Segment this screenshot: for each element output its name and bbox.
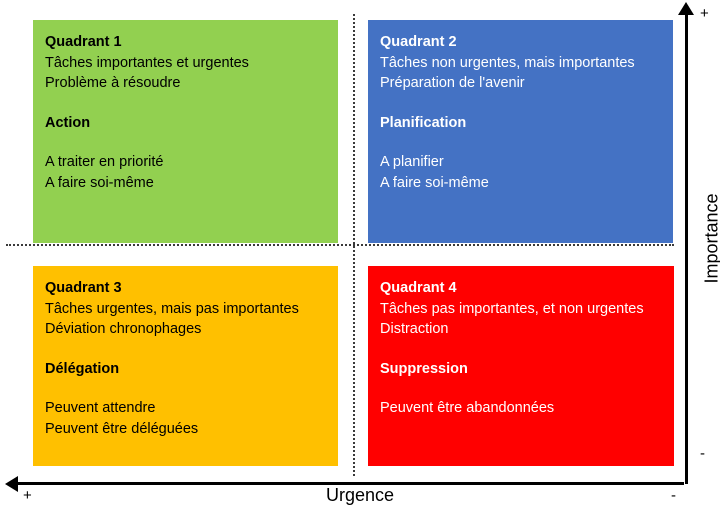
- horizontal-divider-line: [6, 244, 674, 246]
- quadrant-2-description-line-1: Tâches non urgentes, mais importantes: [380, 54, 635, 71]
- quadrant-4-box: Quadrant 4 Tâches pas importantes, et no…: [368, 266, 674, 466]
- quadrant-2-detail-line-2: A faire soi-même: [380, 174, 489, 191]
- urgence-axis-arrow-icon: [5, 476, 18, 492]
- urgence-axis-line: [16, 482, 684, 485]
- importance-negative-sign: -: [700, 445, 705, 462]
- urgence-positive-sign: +: [23, 487, 32, 504]
- quadrant-1-title: Quadrant 1: [45, 34, 122, 50]
- quadrant-4-details: Peuvent être abandonnées: [380, 398, 674, 419]
- quadrant-3-detail-line-2: Peuvent être déléguées: [45, 420, 199, 437]
- importance-positive-sign: +: [700, 5, 709, 22]
- quadrant-3-description-line-2: Déviation chronophages: [45, 321, 202, 338]
- quadrant-1-details: A traiter en priorité A faire soi-même: [45, 152, 338, 193]
- quadrant-4-action: Suppression: [380, 360, 468, 377]
- quadrant-1-detail-line-2: A faire soi-même: [45, 174, 154, 191]
- quadrant-4-description-line-2: Distraction: [380, 321, 449, 338]
- importance-axis-line: [685, 12, 688, 484]
- quadrant-4-description-line-1: Tâches pas importantes, et non urgentes: [380, 300, 644, 317]
- quadrant-4-title: Quadrant 4: [380, 280, 457, 296]
- quadrant-3-detail-line-1: Peuvent attendre: [45, 400, 156, 417]
- quadrant-3-action: Délégation: [45, 360, 120, 377]
- quadrant-4-detail-line-1: Peuvent être abandonnées: [380, 400, 555, 417]
- quadrant-1-description-line-1: Tâches importantes et urgentes: [45, 54, 249, 71]
- quadrant-3-description-line-1: Tâches urgentes, mais pas importantes: [45, 300, 299, 317]
- importance-axis-label: Importance: [701, 193, 720, 284]
- importance-axis-arrow-icon: [678, 2, 694, 15]
- quadrant-1-description-line-2: Problème à résoudre: [45, 75, 181, 92]
- quadrant-3-details: Peuvent attendre Peuvent être déléguées: [45, 398, 338, 439]
- quadrant-1-detail-line-1: A traiter en priorité: [45, 154, 164, 171]
- quadrant-2-action: Planification: [380, 114, 467, 131]
- quadrant-3-title: Quadrant 3: [45, 280, 122, 296]
- quadrant-3-box: Quadrant 3 Tâches urgentes, mais pas imp…: [33, 266, 338, 466]
- quadrant-1-box: Quadrant 1 Tâches importantes et urgente…: [33, 20, 338, 243]
- quadrant-2-detail-line-1: A planifier: [380, 154, 444, 171]
- quadrant-2-title: Quadrant 2: [380, 34, 457, 50]
- quadrant-2-box: Quadrant 2 Tâches non urgentes, mais imp…: [368, 20, 673, 243]
- urgence-axis-label: Urgence: [325, 485, 395, 505]
- urgence-negative-sign: -: [671, 487, 676, 504]
- quadrant-1-action: Action: [45, 114, 91, 131]
- quadrant-2-details: A planifier A faire soi-même: [380, 152, 673, 193]
- quadrant-2-description-line-2: Préparation de l'avenir: [380, 75, 525, 92]
